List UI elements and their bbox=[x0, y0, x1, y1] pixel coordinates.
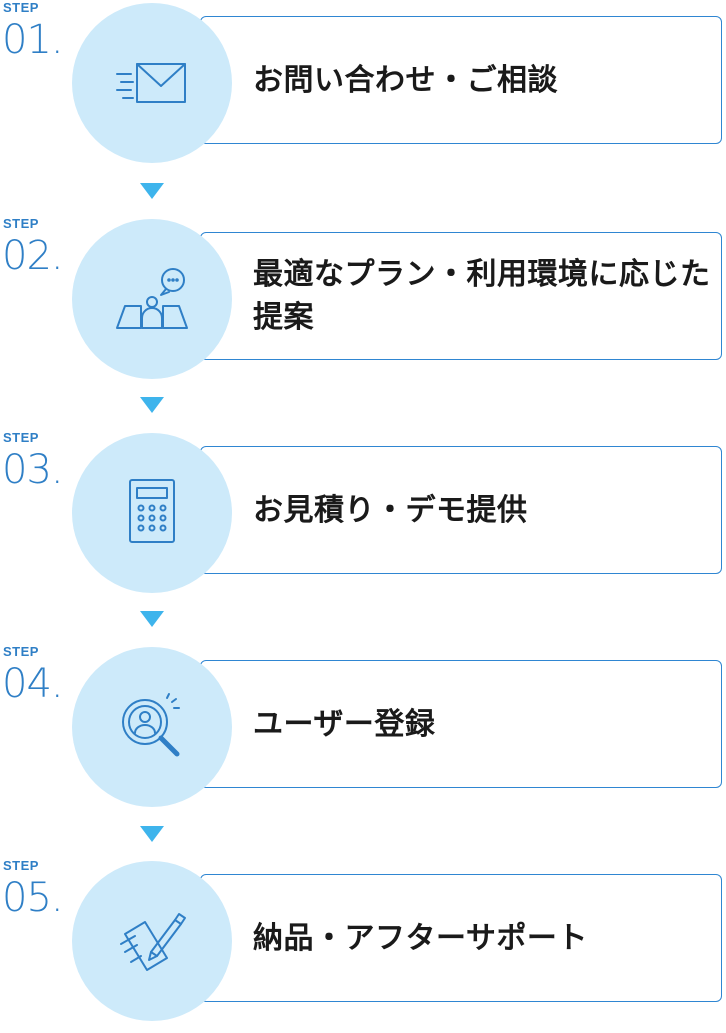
step-label: STEP bbox=[3, 216, 39, 231]
step-card: お問い合わせ・ご相談 bbox=[200, 16, 722, 144]
envelope-icon bbox=[116, 63, 186, 103]
step-title: お見積り・デモ提供 bbox=[253, 492, 528, 528]
step-arrow bbox=[140, 397, 164, 413]
step-icon-circle bbox=[72, 219, 232, 379]
step-03: STEP 03. お見積り・デモ提供 bbox=[0, 430, 726, 605]
step-number: 02. bbox=[2, 233, 64, 279]
contract-pen-icon bbox=[120, 913, 186, 971]
step-card: 最適なプラン・利用環境に応じた提案 bbox=[200, 232, 722, 360]
step-number: 04. bbox=[2, 661, 64, 707]
step-05: STEP 05. 納品・アフターサポート bbox=[0, 858, 726, 1033]
step-label: STEP bbox=[3, 858, 39, 873]
step-icon-circle bbox=[72, 647, 232, 807]
step-number: 05. bbox=[2, 875, 64, 921]
step-icon-circle bbox=[72, 861, 232, 1021]
step-label: STEP bbox=[3, 430, 39, 445]
step-icon-circle bbox=[72, 433, 232, 593]
step-label: STEP bbox=[3, 644, 39, 659]
magnifier-user-icon bbox=[122, 693, 180, 757]
step-title: ユーザー登録 bbox=[253, 706, 436, 742]
step-label: STEP bbox=[3, 0, 39, 15]
step-card: ユーザー登録 bbox=[200, 660, 722, 788]
calculator-icon bbox=[129, 479, 175, 543]
step-title: 納品・アフターサポート bbox=[253, 920, 588, 956]
step-card: お見積り・デモ提供 bbox=[200, 446, 722, 574]
consultant-map-icon bbox=[116, 268, 188, 329]
step-title: 最適なプラン・利用環境に応じた提案 bbox=[253, 257, 711, 335]
step-arrow bbox=[140, 826, 164, 842]
step-01: STEP 01. お問い合わせ・ご相談 bbox=[0, 0, 726, 175]
step-number: 01. bbox=[2, 17, 64, 63]
step-arrow bbox=[140, 183, 164, 199]
step-number: 03. bbox=[2, 447, 64, 493]
step-icon-circle bbox=[72, 3, 232, 163]
step-04: STEP 04. ユーザー登録 bbox=[0, 644, 726, 819]
step-02: STEP 02. 最適なプラン・利用環境に応じた提案 bbox=[0, 216, 726, 391]
step-card: 納品・アフターサポート bbox=[200, 874, 722, 1002]
step-arrow bbox=[140, 611, 164, 627]
step-title: お問い合わせ・ご相談 bbox=[253, 62, 558, 98]
